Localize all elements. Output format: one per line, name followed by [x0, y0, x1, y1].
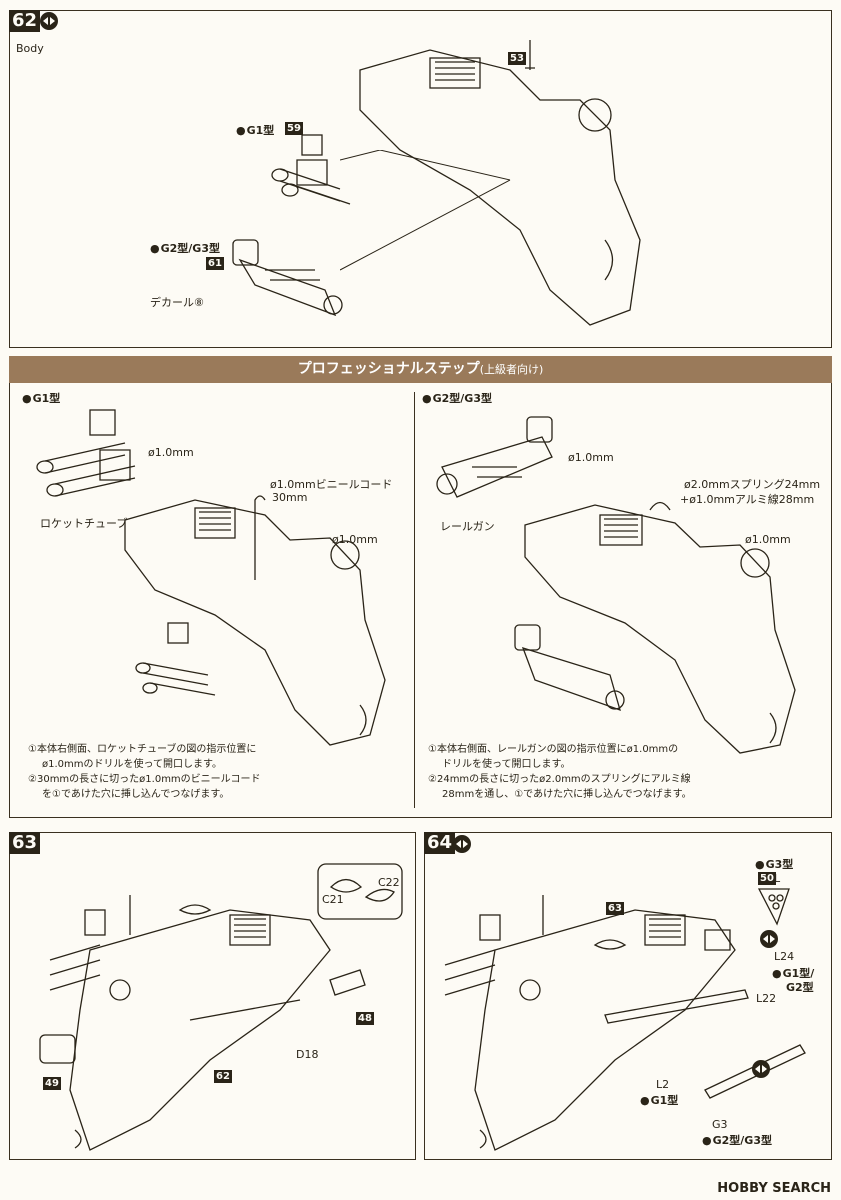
g3-label: G3型	[755, 856, 794, 872]
part-59-tag: 59	[285, 122, 303, 135]
step63-callout-illustration	[317, 863, 403, 920]
g23-label: G2型/G3型	[150, 240, 220, 256]
pro-right-railgun-label: レールガン	[440, 520, 495, 533]
pro-left-note2a: ②30mmの長さに切ったø1.0mmのビニールコード	[28, 774, 261, 785]
pro-left-note1b: ø1.0mmのドリルを使って開口します。	[42, 759, 223, 770]
decal-label: デカール⑧	[150, 296, 204, 309]
part-50-tag: 50	[758, 872, 776, 885]
step64-panel	[424, 832, 832, 1160]
step63-body-illustration	[49, 895, 366, 1151]
part-49-tag: 49	[43, 1077, 61, 1090]
pro-right-railgun2-illustration	[514, 624, 625, 712]
part-53-tag: 53	[508, 52, 526, 65]
pro-right-spring-line1: ø2.0mmスプリング24mm	[684, 478, 821, 491]
part-61-tag: 61	[206, 257, 224, 270]
pro-step-subtitle: (上級者向け)	[479, 363, 544, 376]
pro-right-note2b: 28mmを通し、①であけた穴に挿し込んでつなげます。	[442, 789, 692, 800]
pro-right-body-illustration	[524, 501, 796, 754]
pro-right-spring-line2: +ø1.0mmアルミ線28mm	[680, 493, 815, 506]
step63-part49-illustration	[39, 1034, 76, 1064]
pro-right-note1a: ①本体右側面、レールガンの図の指示位置にø1.0mmの	[428, 744, 679, 755]
pro-left-rocket2-illustration	[135, 622, 216, 696]
c21-label: C21	[322, 893, 344, 906]
step62-leader-lines	[340, 150, 511, 271]
watermark: HOBBY SEARCH	[717, 1181, 831, 1196]
step62-body-illustration	[359, 40, 641, 326]
pro-left-rocket-illustration	[36, 409, 136, 497]
pro-left-drill2: ø1.0mm	[332, 533, 378, 546]
step63-panel	[9, 832, 416, 1160]
pro-left-cord-line2: 30mm	[272, 491, 308, 504]
pro-left-body-illustration	[124, 495, 386, 746]
pro-step-title: プロフェッショナルステップ	[297, 361, 480, 377]
g23-label-bottom: G2型/G3型	[702, 1132, 772, 1148]
pro-right-g23-label: G2型/G3型	[422, 390, 492, 406]
c22-label: C22	[378, 876, 400, 889]
pro-step-divider	[414, 392, 415, 808]
pro-left-note1a: ①本体右側面、ロケットチューブの図の指示位置に	[28, 744, 257, 755]
step62-railgun-illustration	[232, 239, 343, 317]
l24-label: L24	[774, 950, 795, 963]
pro-right-railgun-illustration	[436, 416, 553, 498]
g1-label-bottom: G1型	[640, 1092, 679, 1108]
part-50-suffix: L	[774, 872, 781, 885]
section-title: Body	[16, 42, 44, 55]
pro-left-g1-label: G1型	[22, 390, 61, 406]
pro-step-header: プロフェッショナルステップ(上級者向け)	[9, 356, 832, 383]
pro-right-note2a: ②24mmの長さに切ったø2.0mmのスプリングにアルミ線	[428, 774, 691, 785]
step62-number: 62	[9, 10, 41, 32]
pro-left-drill1: ø1.0mm	[148, 446, 194, 459]
g12-label-line1: G1型/	[772, 965, 815, 981]
pro-left-rocket-label: ロケットチューブ	[40, 517, 128, 530]
step63-number: 63	[9, 832, 41, 854]
g1-label: G1型	[236, 122, 275, 138]
pro-right-drill1: ø1.0mm	[568, 451, 614, 464]
pro-left-note2b: を①であけた穴に挿し込んでつなげます。	[42, 789, 230, 800]
g3-part-label: G3	[712, 1118, 728, 1131]
part-63-tag: 63	[606, 902, 624, 915]
part-48-tag: 48	[356, 1012, 374, 1025]
pro-right-note1b: ドリルを使って開口します。	[442, 759, 571, 770]
pro-left-cord-line1: ø1.0mmビニールコード	[270, 478, 393, 491]
flip-arrow-icon	[40, 12, 58, 30]
step64-body-illustration	[444, 895, 749, 1151]
step62-panel	[9, 10, 832, 348]
flip-arrow-icon	[453, 835, 471, 853]
l22-label: L22	[756, 992, 777, 1005]
flip-arrow-icon	[760, 930, 778, 948]
pro-right-drill2: ø1.0mm	[745, 533, 791, 546]
d18-label: D18	[296, 1048, 319, 1061]
l2-label: L2	[656, 1078, 670, 1091]
step64-g3-part-illustration	[757, 888, 790, 926]
step62-rocket-tube-illustration	[271, 134, 351, 205]
step64-number: 64	[424, 832, 456, 854]
part-62-tag: 62	[214, 1070, 232, 1083]
flip-arrow-icon	[752, 1060, 770, 1078]
g12-label-line2: G2型	[786, 981, 814, 994]
step64-g3-rail-illustration	[704, 1044, 806, 1099]
